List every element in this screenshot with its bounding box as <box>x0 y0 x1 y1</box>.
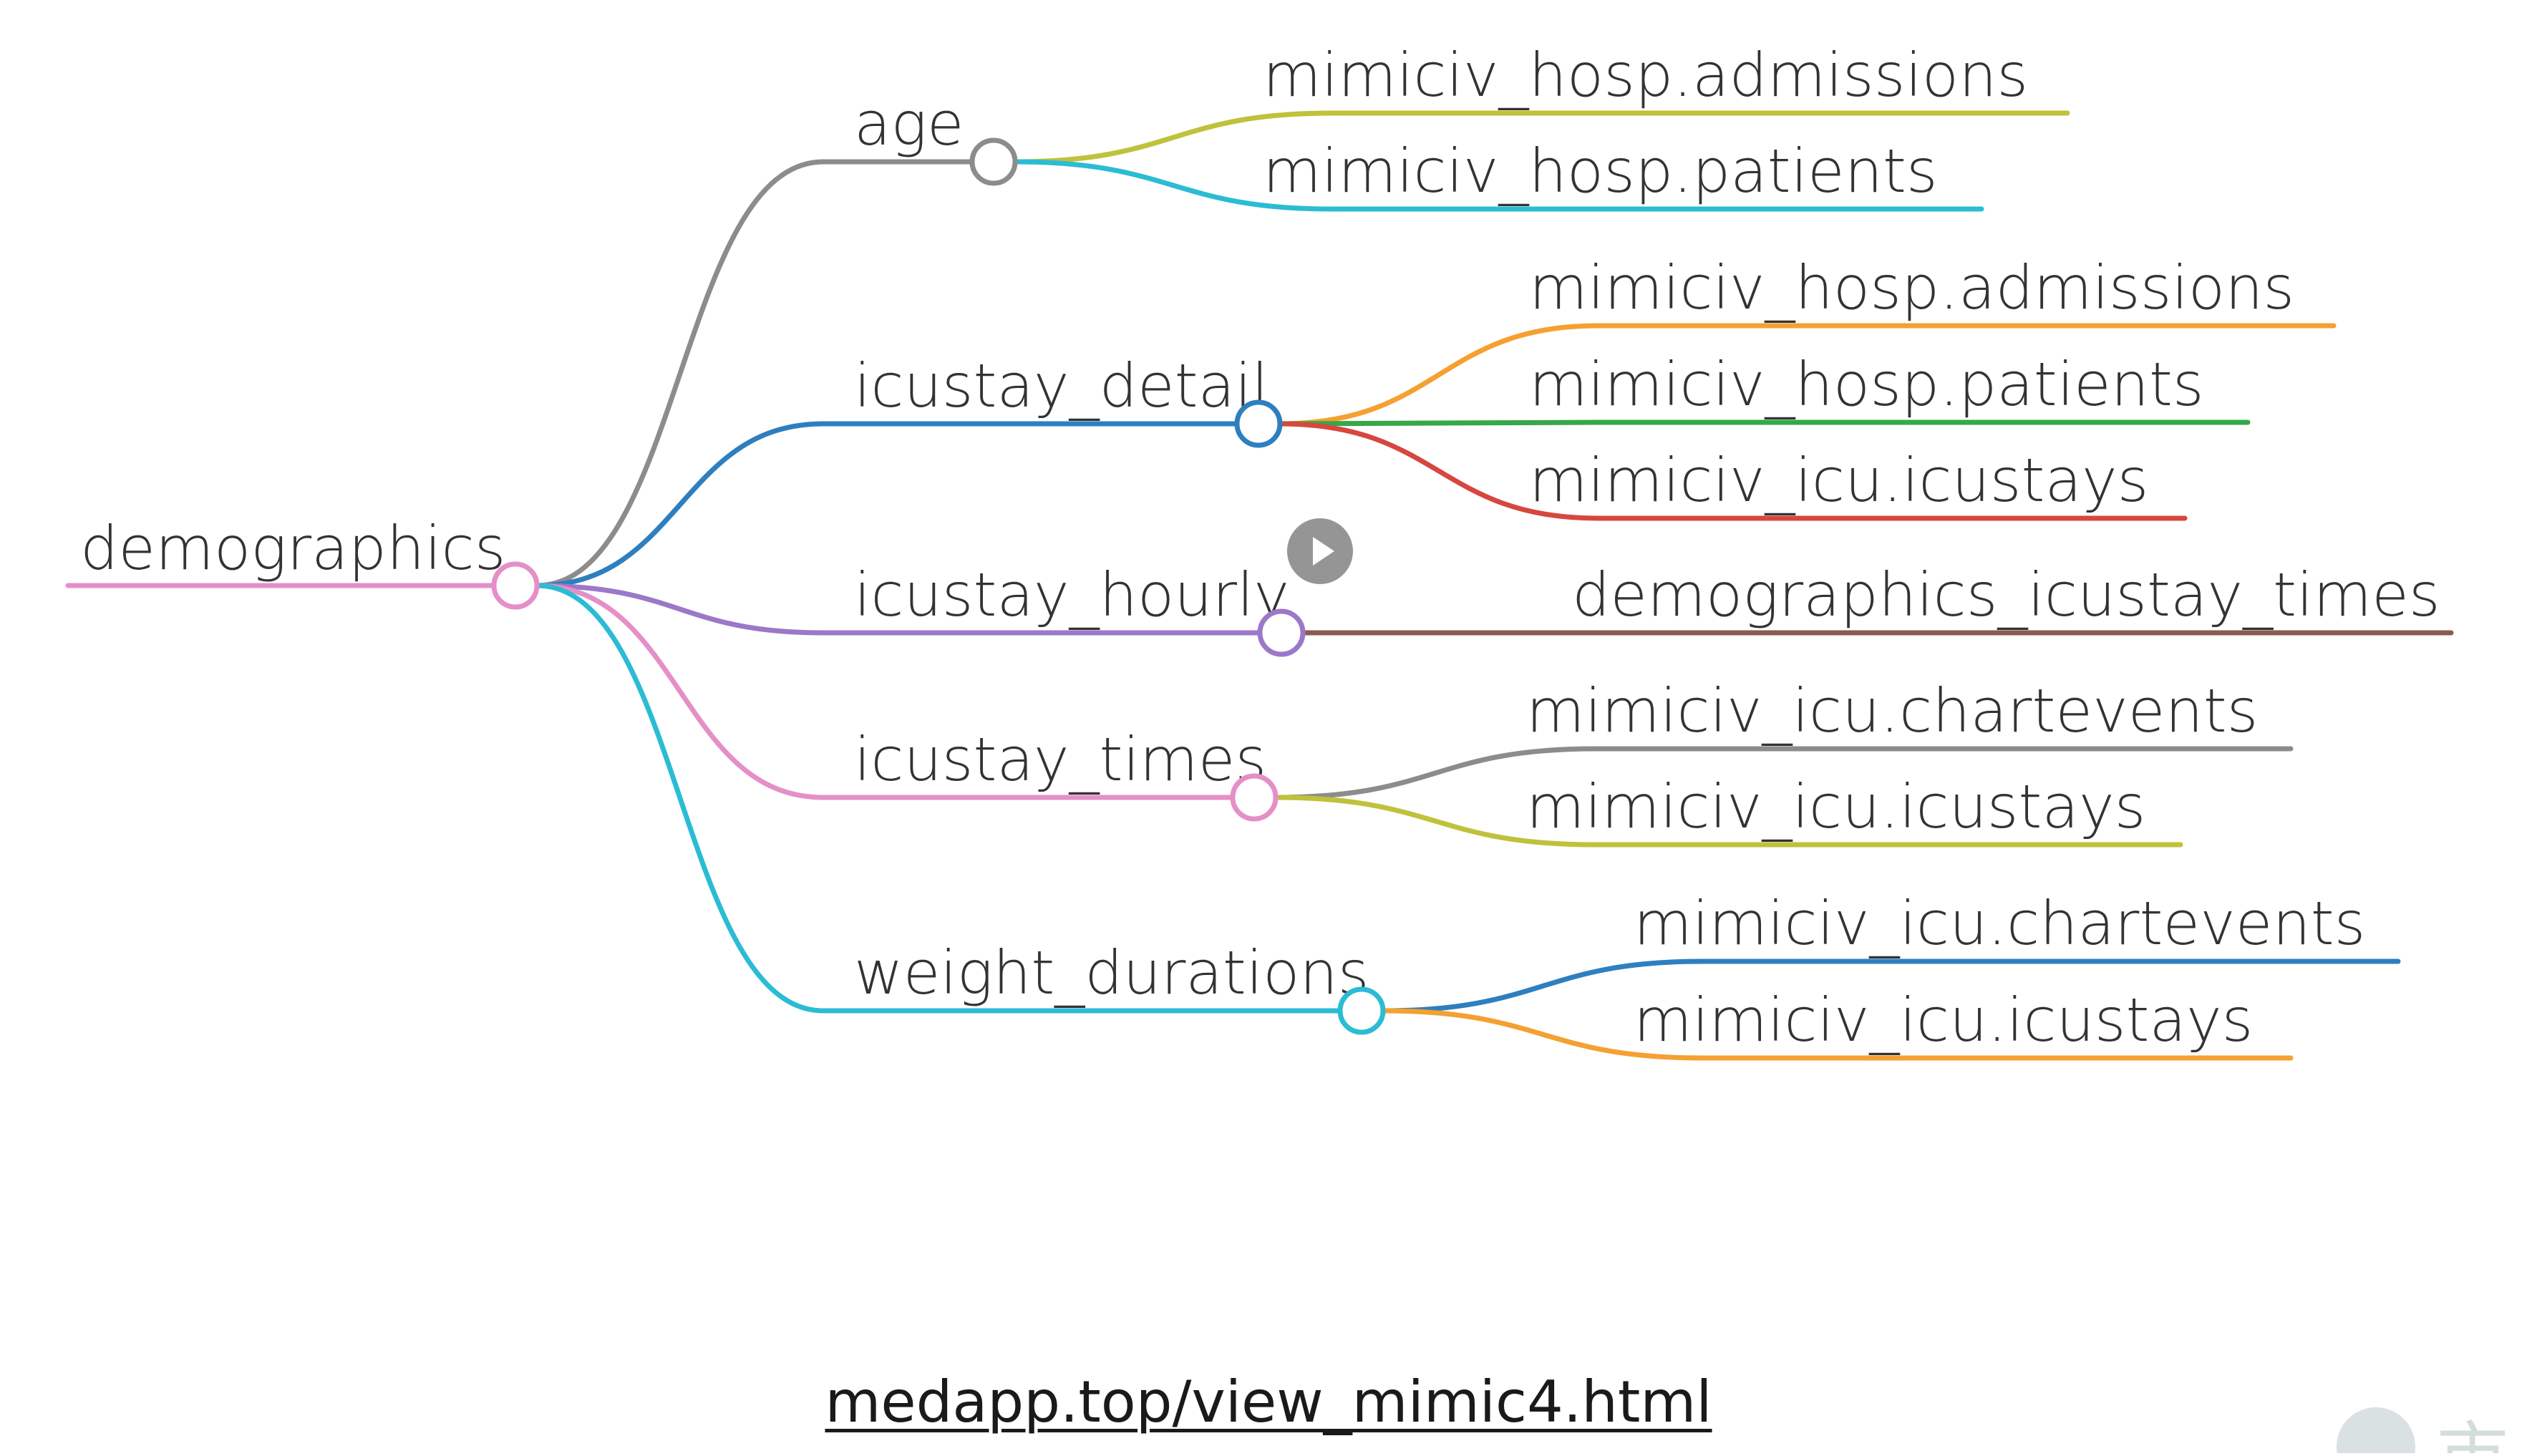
branch-label: age <box>854 89 964 159</box>
leaf-label: mimiciv_hosp.patients <box>1263 136 1938 206</box>
root-node-circle <box>491 561 540 610</box>
connector-root-to-3 <box>534 583 826 800</box>
branch-node-circle <box>1257 608 1306 657</box>
watermark-glyph-icon: 市 <box>2437 1403 2508 1453</box>
leaf-label: mimiciv_hosp.admissions <box>1263 40 2028 110</box>
branch-label: icustay_hourly <box>854 560 1289 630</box>
play-button[interactable] <box>1287 518 1353 584</box>
branch-label: icustay_detail <box>854 351 1268 421</box>
branch-label: weight_durations <box>854 938 1369 1008</box>
watermark-circle-icon <box>2337 1407 2415 1453</box>
leaf-label: mimiciv_icu.chartevents <box>1634 888 2365 958</box>
connector-root-to-2 <box>534 583 826 636</box>
branch-label: icustay_times <box>854 724 1266 795</box>
branch-node-circle <box>1230 773 1279 822</box>
leaf-label: mimiciv_icu.chartevents <box>1526 676 2258 746</box>
branch-node-circle <box>1234 399 1283 448</box>
leaf-label: mimiciv_icu.icustays <box>1529 445 2148 515</box>
node-circles <box>491 137 1386 1035</box>
connector-branch-to-leaf <box>1380 1008 1705 1061</box>
branch-node-circle <box>1337 986 1386 1035</box>
footer-url-link[interactable]: medapp.top/view_mimic4.html <box>825 1369 1712 1435</box>
connector-branch-to-leaf <box>1380 958 1705 1014</box>
connector-branch-to-leaf <box>1277 421 1601 521</box>
connector-branch-to-leaf <box>1273 746 1598 800</box>
leaf-label: mimiciv_hosp.admissions <box>1529 253 2294 323</box>
connector-branch-to-leaf <box>1277 323 1601 427</box>
leaf-label: mimiciv_hosp.patients <box>1529 349 2204 419</box>
leaf-label: demographics_icustay_times <box>1572 560 2440 630</box>
connector-branch-to-leaf <box>1012 159 1334 212</box>
connector-branch-to-leaf <box>1277 419 1601 427</box>
branch-node-circle <box>969 137 1018 186</box>
connector-root-to-0 <box>534 159 826 588</box>
node-labels: demographicsagemimiciv_hosp.admissionsmi… <box>80 40 2440 1055</box>
watermark-logo: 市 <box>2329 1403 2537 1453</box>
play-icon <box>1313 537 1334 566</box>
leaf-label: mimiciv_icu.icustays <box>1634 985 2253 1055</box>
connector-lines <box>65 110 2454 1061</box>
connector-root-to-1 <box>534 421 826 588</box>
root-label: demographics <box>80 513 505 583</box>
connector-branch-to-leaf <box>1012 110 1334 165</box>
connector-root-to-4 <box>534 583 826 1014</box>
leaf-label: mimiciv_icu.icustays <box>1526 772 2145 842</box>
connector-branch-to-leaf <box>1273 795 1598 848</box>
